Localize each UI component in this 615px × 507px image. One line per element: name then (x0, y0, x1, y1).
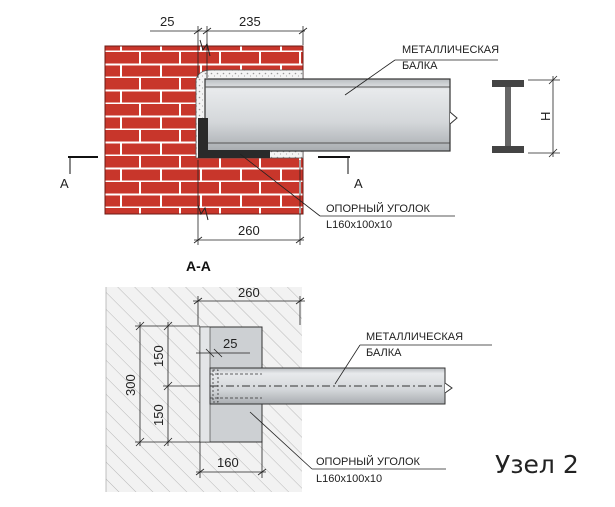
dim-260-section: 260 (238, 285, 260, 300)
break-mark-top (199, 39, 211, 57)
beam-break (449, 79, 458, 151)
beam-label-line1: МЕТАЛЛИЧЕСКАЯ (402, 44, 499, 56)
top-view: А А 25 235 260 МЕ (60, 14, 560, 245)
beam-break-section (444, 368, 453, 404)
i-beam-profile-icon (492, 80, 524, 153)
dim-300: 300 (123, 374, 138, 396)
dim-235-top: 235 (239, 14, 261, 29)
section-beam-label-line2: БАЛКА (366, 347, 402, 359)
metal-beam (204, 78, 451, 152)
dim-150-upper: 150 (151, 345, 166, 367)
node-label: Узел 2 (495, 450, 579, 479)
section-angle-label-line1: ОПОРНЫЙ УГОЛОК (316, 455, 421, 468)
dim-150-lower: 150 (151, 404, 166, 426)
dim-25-top: 25 (160, 14, 174, 29)
section-marker-right: А (318, 156, 363, 191)
dim-25-section-lines (196, 348, 250, 358)
dim-160-lines (195, 442, 267, 478)
dim-160: 160 (217, 455, 239, 470)
angle-label-line1: ОПОРНЫЙ УГОЛОК (326, 202, 431, 215)
dim-25-section: 25 (223, 336, 237, 351)
section-beam-label-line1: МЕТАЛЛИЧЕСКАЯ (366, 331, 463, 343)
bottom-dimension (193, 160, 305, 245)
height-label: H (538, 112, 553, 121)
vertical-dimensions (135, 321, 200, 447)
support-angle (198, 118, 270, 158)
top-dimensions (150, 26, 308, 78)
break-mark-bottom (197, 204, 209, 221)
height-dimension (528, 75, 560, 158)
section-marker-left: А (60, 156, 98, 191)
section-view: А-А 260 25 (105, 258, 492, 492)
beam-label-line2: БАЛКА (402, 60, 438, 72)
angle-label-line2: L160x100x10 (326, 219, 392, 231)
dim-260-section-lines (193, 296, 305, 325)
section-letter-left: А (60, 176, 69, 191)
section-angle-label-line2: L160x100x10 (316, 473, 382, 485)
dim-260-top-view: 260 (238, 223, 260, 238)
section-letter-right: А (354, 176, 363, 191)
section-title: А-А (186, 258, 211, 274)
